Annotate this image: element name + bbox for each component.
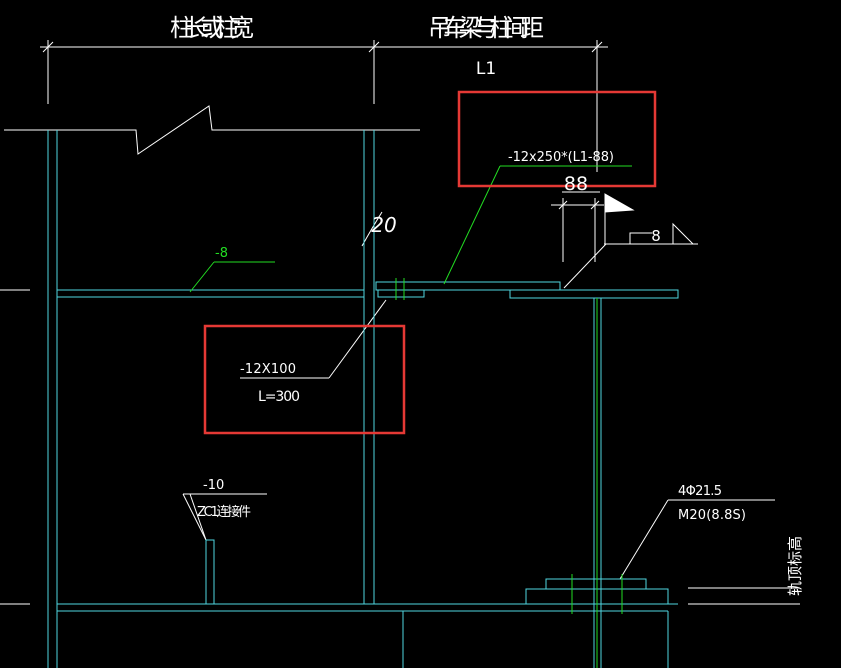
leader-12x100: [328, 299, 387, 379]
fillet-weld-triangle: [672, 222, 694, 245]
dimension-tick-right: [591, 41, 603, 53]
plate-top-label: -12x250*(L1-88): [508, 150, 614, 165]
gap-label: 88: [564, 173, 588, 195]
weld-flag: [604, 193, 635, 213]
cyan-geometry: [47, 130, 679, 668]
gap-tick-left: [558, 200, 568, 210]
leader-8: [189, 261, 215, 293]
beam-bottom-flange: [545, 578, 647, 590]
connecting-plate-lip: [377, 289, 425, 298]
leader-plate-top: [443, 165, 501, 285]
angle-label: 20: [371, 213, 396, 237]
weld-leader: [563, 243, 607, 289]
beam-top-flange: [509, 289, 679, 299]
leader-10-diag2: [189, 493, 207, 541]
l1-label: L1: [476, 59, 496, 79]
bolt-count-label: 4Φ21.5: [678, 484, 722, 499]
right-vertical-label: 轨顶标高: [786, 536, 804, 596]
crane-beam-spacing-label: 吊车梁与柱间距: [428, 14, 544, 42]
weld-size-label: 8: [651, 227, 661, 245]
leader-bolt: [619, 499, 669, 580]
break-line: [4, 105, 420, 155]
plate-8-label: -8: [215, 246, 228, 261]
plate-10-label: -10: [203, 478, 224, 493]
highlight-box-middle: [203, 324, 406, 435]
gap-tick-right: [590, 200, 600, 210]
dimension-tick-mid: [368, 41, 380, 53]
plate-12x100-label: -12X100: [240, 362, 296, 377]
dimension-tick-left: [42, 41, 54, 53]
l300-label: L=300: [258, 389, 300, 405]
zc1-plate: [205, 539, 215, 605]
leader-10-diag: [182, 493, 207, 541]
white-geometry: [0, 40, 800, 605]
highlight-box-top: [457, 90, 657, 188]
bolt-grade-label: M20(8.8S): [678, 508, 746, 523]
connecting-plate: [375, 281, 561, 291]
column-size-label: 柱长或柱宽: [170, 14, 254, 42]
fillet-weld-symbol: [629, 232, 652, 244]
green-geometry: [189, 165, 632, 668]
zc1-label: ZC1连接件: [197, 504, 251, 520]
